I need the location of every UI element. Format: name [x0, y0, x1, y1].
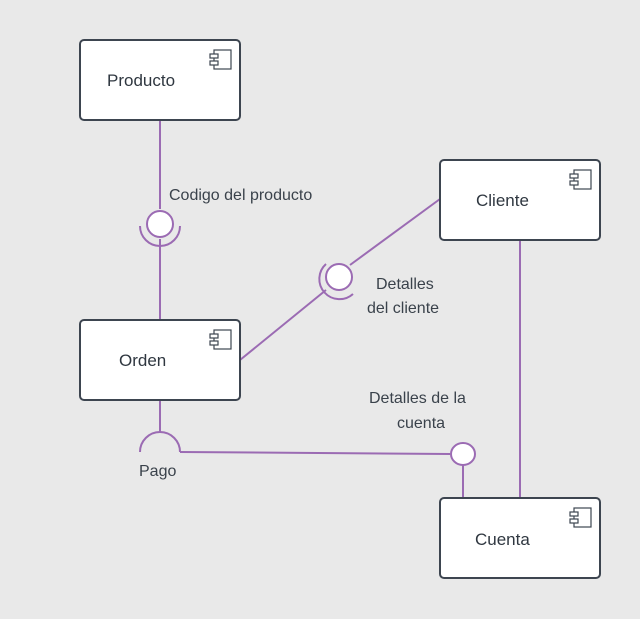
component-box [439, 159, 601, 241]
connector-pago-detalles-cuenta [179, 451, 451, 455]
component-icon [209, 329, 232, 350]
interface-label-detalles-cliente-2: del cliente [367, 300, 439, 317]
interface-codigo-producto: Codigo del producto [139, 187, 312, 247]
socket-icon [139, 225, 181, 247]
interface-pago: Pago [139, 431, 181, 480]
interface-label-detalles-cuenta-1: Detalles de la [369, 390, 466, 407]
component-box [79, 319, 241, 401]
component-cuenta[interactable]: Cuenta [439, 497, 601, 579]
component-orden[interactable]: Orden [79, 319, 241, 401]
component-label-producto: Producto [107, 71, 175, 90]
interface-detalles-cliente: Detalles del cliente [318, 263, 439, 317]
component-label-orden: Orden [119, 351, 166, 370]
component-label-cuenta: Cuenta [475, 530, 530, 549]
lollipop-icon [450, 442, 476, 466]
lollipop-icon [325, 263, 353, 291]
component-icon [569, 507, 592, 528]
socket-icon [318, 263, 354, 301]
interface-detalles-cuenta: Detalles de la cuenta [369, 390, 476, 466]
component-producto[interactable]: Producto [79, 39, 241, 121]
socket-icon [139, 431, 181, 453]
lollipop-icon [146, 210, 174, 238]
component-icon [209, 49, 232, 70]
interface-label-detalles-cliente-1: Detalles [376, 276, 434, 293]
component-box [439, 497, 601, 579]
connector-detalles-cliente-cliente [349, 198, 441, 266]
interface-label-codigo-producto: Codigo del producto [169, 187, 312, 204]
component-label-cliente: Cliente [476, 191, 529, 210]
connector-orden-detalles-cliente [239, 289, 327, 361]
interface-label-detalles-cuenta-2: cuenta [397, 415, 445, 432]
component-cliente[interactable]: Cliente [439, 159, 601, 241]
component-icon [569, 169, 592, 190]
interface-label-pago: Pago [139, 463, 176, 480]
component-box [79, 39, 241, 121]
